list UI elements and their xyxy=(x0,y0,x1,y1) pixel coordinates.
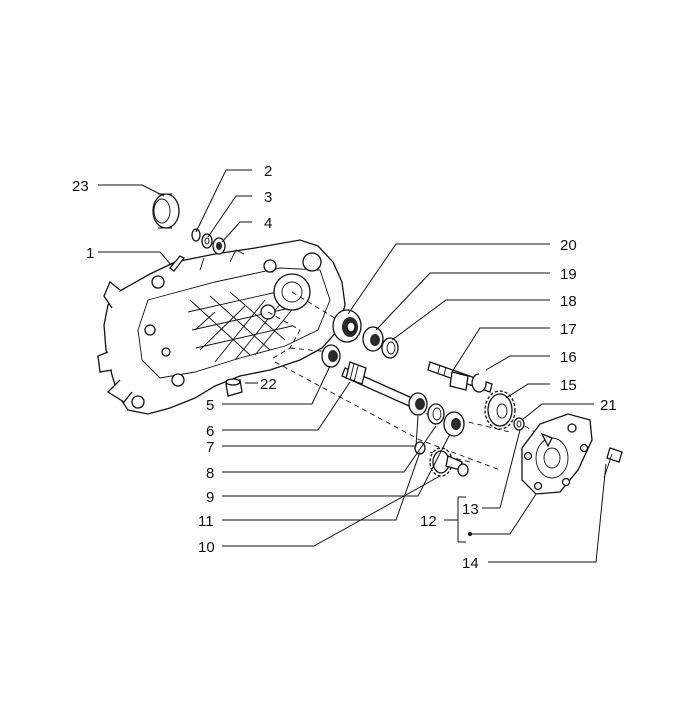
part-21-washer xyxy=(513,417,525,431)
part-6-shaft xyxy=(341,361,413,407)
callout-21: 21 xyxy=(600,397,617,414)
callout-18: 18 xyxy=(560,293,577,310)
callout-19: 19 xyxy=(560,266,577,283)
screw xyxy=(603,447,623,479)
callout-20: 20 xyxy=(560,237,577,254)
part-10-gear xyxy=(429,447,469,477)
part-9-bearing xyxy=(443,411,465,437)
part-3-spacer xyxy=(201,233,213,249)
part-8-circlip xyxy=(427,403,445,425)
callout-13: 13 xyxy=(462,501,479,518)
callout-17: 17 xyxy=(560,321,577,338)
callout-22: 22 xyxy=(260,376,277,393)
part-1-pin xyxy=(169,255,185,272)
callout-2: 2 xyxy=(264,163,272,180)
callout-23: 23 xyxy=(72,178,89,195)
callout-11: 11 xyxy=(198,513,214,530)
callout-1: 1 xyxy=(86,245,94,262)
part-23-seal xyxy=(152,193,180,229)
callout-4: 4 xyxy=(264,215,272,232)
part-13-bolt xyxy=(540,432,553,448)
part-14-cover xyxy=(521,413,593,495)
part-22-dowel xyxy=(225,378,243,397)
callout-14: 14 xyxy=(462,555,479,572)
callout-6: 6 xyxy=(206,423,214,440)
callout-10: 10 xyxy=(198,539,215,556)
part-5-bearing xyxy=(321,344,341,368)
part-18-circlip xyxy=(381,337,399,359)
callout-16: 16 xyxy=(560,349,577,366)
crankcase-housing xyxy=(97,239,346,415)
callout-12: 12 xyxy=(420,513,437,530)
callout-5: 5 xyxy=(206,397,214,414)
callout-8: 8 xyxy=(206,465,214,482)
callout-15: 15 xyxy=(560,377,577,394)
part-15-gear xyxy=(484,390,516,430)
part-19-bearing xyxy=(362,326,384,352)
part-2-washer xyxy=(191,228,201,242)
callout-3: 3 xyxy=(264,189,272,206)
callout-9: 9 xyxy=(206,489,214,506)
part-16-circlip xyxy=(471,373,487,393)
part-7-bearing xyxy=(408,392,428,416)
callout-labels: 23 2 3 4 1 22 5 6 7 8 9 11 10 20 19 18 1… xyxy=(72,163,617,572)
leader-lines xyxy=(98,169,607,563)
part-20-bearing xyxy=(332,309,362,343)
callout-7: 7 xyxy=(206,439,214,456)
